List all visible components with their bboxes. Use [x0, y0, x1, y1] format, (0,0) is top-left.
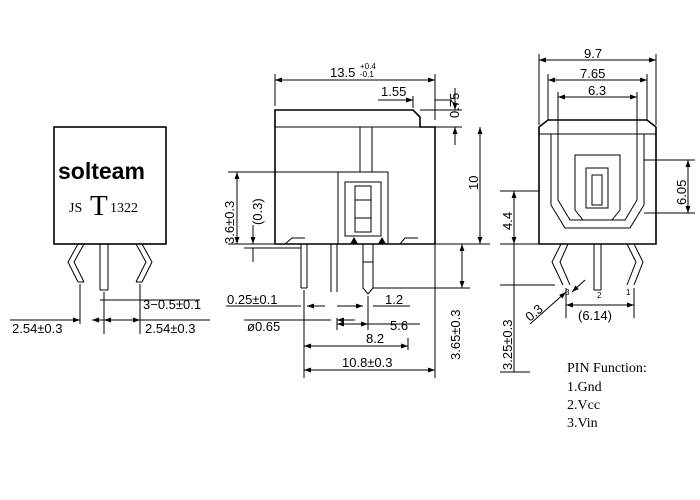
pin-gap-dim: 0.3 — [522, 301, 545, 324]
dim-5-6: 5.6 — [390, 318, 408, 333]
brand-label: solteam — [58, 158, 145, 184]
dim-8-2: 8.2 — [366, 331, 384, 346]
end-view: 3 2 1 9.7 7.65 6.3 6.05 4.4 3.25±0.3 — [500, 46, 695, 373]
optical-port-slot — [354, 185, 372, 233]
pin-spec-dim: 3−0.5±0.1 — [143, 297, 201, 312]
end-body-outline — [538, 119, 657, 245]
end-pin-1 — [626, 243, 644, 286]
pin-function-title: PIN Function: — [567, 361, 647, 376]
side-pin-left — [300, 244, 308, 289]
pin-function-2: 2.Vcc — [567, 398, 600, 413]
length-tol-dim: +0.4-0.1 — [360, 62, 376, 79]
width-inner-dim: 6.3 — [588, 83, 606, 98]
base-length-dim: 10.8±0.3 — [342, 355, 393, 370]
front-pins — [67, 243, 153, 291]
pitch-right-dim: 2.54±0.3 — [145, 321, 196, 336]
pin-function-3: 3.Vin — [567, 416, 598, 431]
model-prefix: JS — [69, 201, 82, 216]
top-height-dim: 0.75 — [447, 93, 462, 118]
side-height-dim: 4.4 — [500, 212, 515, 230]
pin-diameter-dim: ø0.65 — [247, 319, 280, 334]
pin-number-3: 3 — [565, 288, 570, 297]
side-view: 13.5 +0.4-0.1 1.55 0.75 10 3.6±0.3 (0.3)… — [222, 62, 490, 378]
pin-length-dim: 3.65±0.3 — [448, 309, 463, 360]
front-view: solteam JS T 1322 3−0.5±0.1 2.54±0.3 2.5… — [10, 126, 210, 336]
side-pin-center — [362, 244, 374, 295]
end-pin-2 — [593, 244, 602, 291]
port-height-dim: 6.05 — [674, 180, 689, 205]
pin-ref-dim: (0.3) — [250, 198, 265, 225]
model-number: 1322 — [110, 201, 138, 216]
end-pin-3 — [551, 243, 571, 286]
pin-len-dim: 3.25±0.3 — [500, 319, 515, 370]
front-body-outline — [53, 126, 167, 245]
top-step-dim: 1.55 — [381, 84, 406, 99]
length-main-dim: 13.5 — [330, 65, 355, 80]
pin-offset-dim: 3.6±0.3 — [222, 201, 237, 244]
pin-span-dim: (6.14) — [578, 308, 612, 323]
width-outer-dim: 9.7 — [584, 46, 602, 61]
pin-function-1: 1.Gnd — [567, 380, 602, 395]
width-mid-dim: 7.65 — [580, 66, 605, 81]
pin-number-1: 1 — [626, 288, 631, 297]
height-dim: 10 — [466, 176, 481, 190]
model-t: T — [90, 190, 108, 222]
port-shroud — [550, 134, 645, 229]
pin-thickness-dim: 0.25±0.1 — [227, 292, 278, 307]
pin-number-2: 2 — [597, 291, 602, 300]
pitch-left-dim: 2.54±0.3 — [12, 321, 63, 336]
optical-port — [574, 154, 621, 221]
side-pin-middle — [330, 244, 338, 292]
dim-1-2: 1.2 — [385, 292, 403, 307]
pin-function-block: PIN Function: 1.Gnd 2.Vcc 3.Vin — [567, 361, 647, 431]
